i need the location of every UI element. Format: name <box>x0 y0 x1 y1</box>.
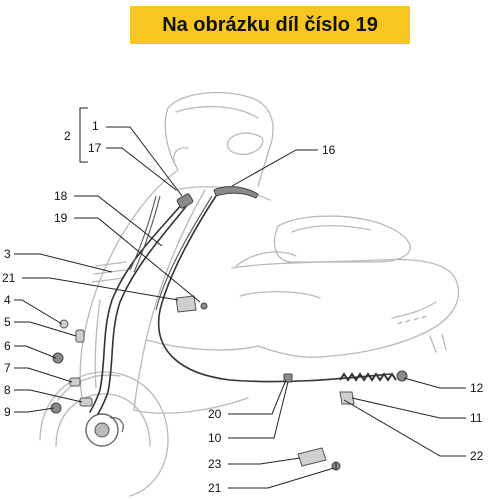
callout-1: 1 <box>92 119 99 133</box>
brake-cables <box>89 195 391 415</box>
bracket-part <box>297 447 327 467</box>
callout-3: 3 <box>4 247 11 261</box>
callout-22: 22 <box>470 449 484 463</box>
callout-18: 18 <box>54 189 68 203</box>
callout-10: 10 <box>208 431 222 445</box>
scooter-outline <box>39 91 460 497</box>
callout-19: 19 <box>54 211 68 225</box>
callout-21-upper: 21 <box>2 271 16 285</box>
callout-21-lower: 21 <box>208 481 222 495</box>
callout-5: 5 <box>4 315 11 329</box>
callout-20: 20 <box>208 407 222 421</box>
callout-16: 16 <box>322 143 336 157</box>
callout-17: 17 <box>88 141 102 155</box>
callout-labels: 2 1 17 16 18 19 3 21 4 5 6 7 8 9 20 10 2… <box>2 119 484 495</box>
callout-23: 23 <box>208 457 222 471</box>
front-hub <box>85 413 124 447</box>
callout-8: 8 <box>4 383 11 397</box>
callout-11: 11 <box>470 411 483 425</box>
callout-2: 2 <box>64 129 71 143</box>
right-brake-lever <box>213 186 259 199</box>
callout-4: 4 <box>4 293 11 307</box>
callout-9: 9 <box>4 405 11 419</box>
callout-6: 6 <box>4 339 11 353</box>
cable-clamp <box>175 295 197 313</box>
banner-text: Na obrázku díl číslo 19 <box>162 13 378 36</box>
brake-lever-switch <box>176 193 194 209</box>
leader-lines <box>14 107 466 489</box>
callout-7: 7 <box>4 361 11 375</box>
return-spring <box>339 372 397 382</box>
callout-12: 12 <box>470 381 484 395</box>
part-number-banner: Na obrázku díl číslo 19 <box>130 6 410 44</box>
